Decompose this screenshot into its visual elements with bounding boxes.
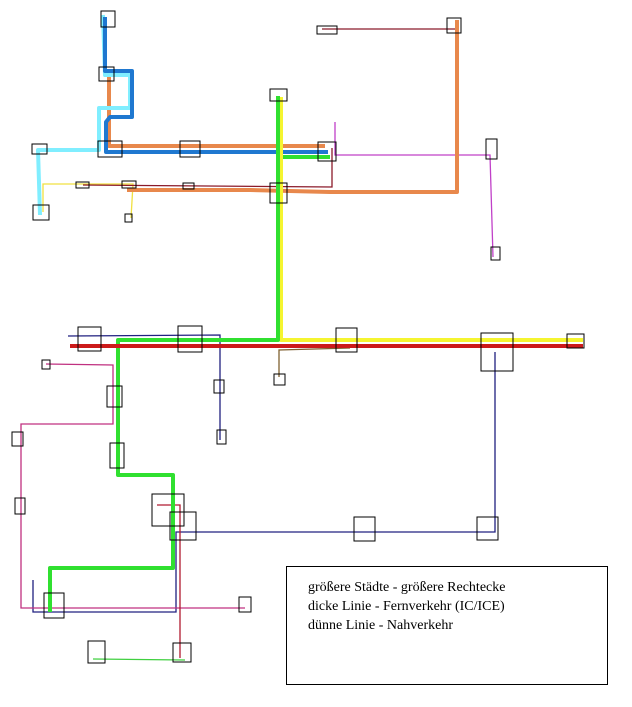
station[interactable] — [100, 10, 116, 28]
ic-line-orange-north — [107, 77, 325, 148]
station[interactable] — [269, 182, 288, 204]
ic-line-green — [48, 96, 280, 612]
local-line-green-south — [92, 658, 186, 661]
ic-line-orange-east — [127, 20, 459, 194]
stations — [11, 10, 585, 664]
station[interactable] — [316, 25, 338, 35]
local-line-brown — [278, 347, 351, 377]
station[interactable] — [480, 332, 514, 372]
ic-line-lightblue — [36, 14, 132, 216]
station[interactable] — [476, 516, 499, 541]
ic-line-yellow — [279, 97, 583, 342]
station[interactable] — [77, 326, 102, 352]
local-line-navy-south — [32, 352, 496, 613]
station[interactable] — [490, 246, 501, 261]
local-line-pink-west — [20, 363, 245, 609]
station[interactable] — [97, 140, 123, 158]
station[interactable] — [14, 497, 26, 515]
station[interactable] — [273, 373, 286, 386]
station[interactable] — [121, 180, 137, 189]
station[interactable] — [98, 66, 115, 82]
local-line-magenta-east — [334, 122, 494, 258]
station[interactable] — [238, 596, 252, 613]
station[interactable] — [269, 88, 288, 102]
station[interactable] — [177, 325, 203, 353]
station[interactable] — [43, 592, 65, 619]
station[interactable] — [485, 138, 498, 160]
local-lines — [20, 28, 496, 661]
station[interactable] — [335, 327, 358, 353]
station[interactable] — [87, 640, 106, 664]
station[interactable] — [317, 141, 337, 162]
station[interactable] — [213, 379, 225, 394]
long-distance-lines — [36, 14, 583, 612]
station[interactable] — [151, 493, 185, 527]
station[interactable] — [106, 385, 123, 408]
station[interactable] — [75, 181, 90, 189]
station[interactable] — [179, 140, 201, 158]
station[interactable] — [566, 333, 585, 349]
station[interactable] — [216, 429, 227, 445]
station[interactable] — [182, 182, 195, 190]
station[interactable] — [172, 642, 192, 663]
ic-line-blue — [103, 17, 328, 154]
local-line-navy-center — [67, 334, 221, 440]
station[interactable] — [446, 17, 462, 34]
legend-line-thick: dicke Linie - Fernverkehr (IC/ICE) — [308, 599, 505, 614]
station[interactable] — [41, 359, 51, 370]
station[interactable] — [109, 442, 125, 469]
local-line-yellow-west — [42, 183, 134, 219]
legend-box: größere Städte - größere Rechtecke dicke… — [286, 566, 608, 685]
legend-line-thin: dünne Linie - Nahverkehr — [308, 618, 453, 633]
station[interactable] — [11, 431, 24, 447]
legend-line-city-size: größere Städte - größere Rechtecke — [308, 580, 506, 595]
station[interactable] — [32, 204, 50, 221]
station[interactable] — [31, 143, 48, 155]
local-line-red-south — [157, 504, 181, 658]
station[interactable] — [124, 213, 133, 223]
station[interactable] — [169, 511, 197, 541]
station[interactable] — [353, 516, 376, 542]
